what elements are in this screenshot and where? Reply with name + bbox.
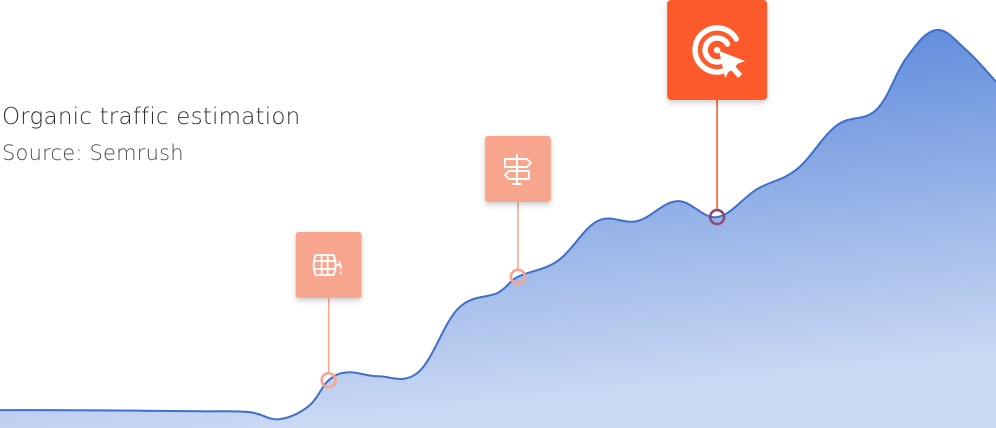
- milestone-2: [484, 136, 551, 286]
- milestone-box: [484, 136, 551, 202]
- area-series: [0, 28, 996, 428]
- area-line: [0, 28, 996, 421]
- milestone-point: [509, 268, 527, 286]
- barrel-icon: [312, 254, 342, 276]
- caption-title: Organic traffic estimation: [2, 104, 301, 130]
- chart-caption: Organic traffic estimation Source: Semru…: [2, 106, 300, 164]
- caption-source: Source: Semrush: [2, 141, 184, 165]
- target-cursor-icon: [692, 25, 746, 78]
- milestone-point: [320, 371, 337, 389]
- milestone-3: [667, 0, 768, 226]
- signpost-icon: [503, 154, 532, 185]
- milestone-markers: [295, 0, 768, 389]
- milestone-box: [295, 232, 362, 298]
- area-fill: [0, 29, 996, 428]
- milestone-1: [295, 232, 362, 389]
- milestone-point: [708, 208, 726, 226]
